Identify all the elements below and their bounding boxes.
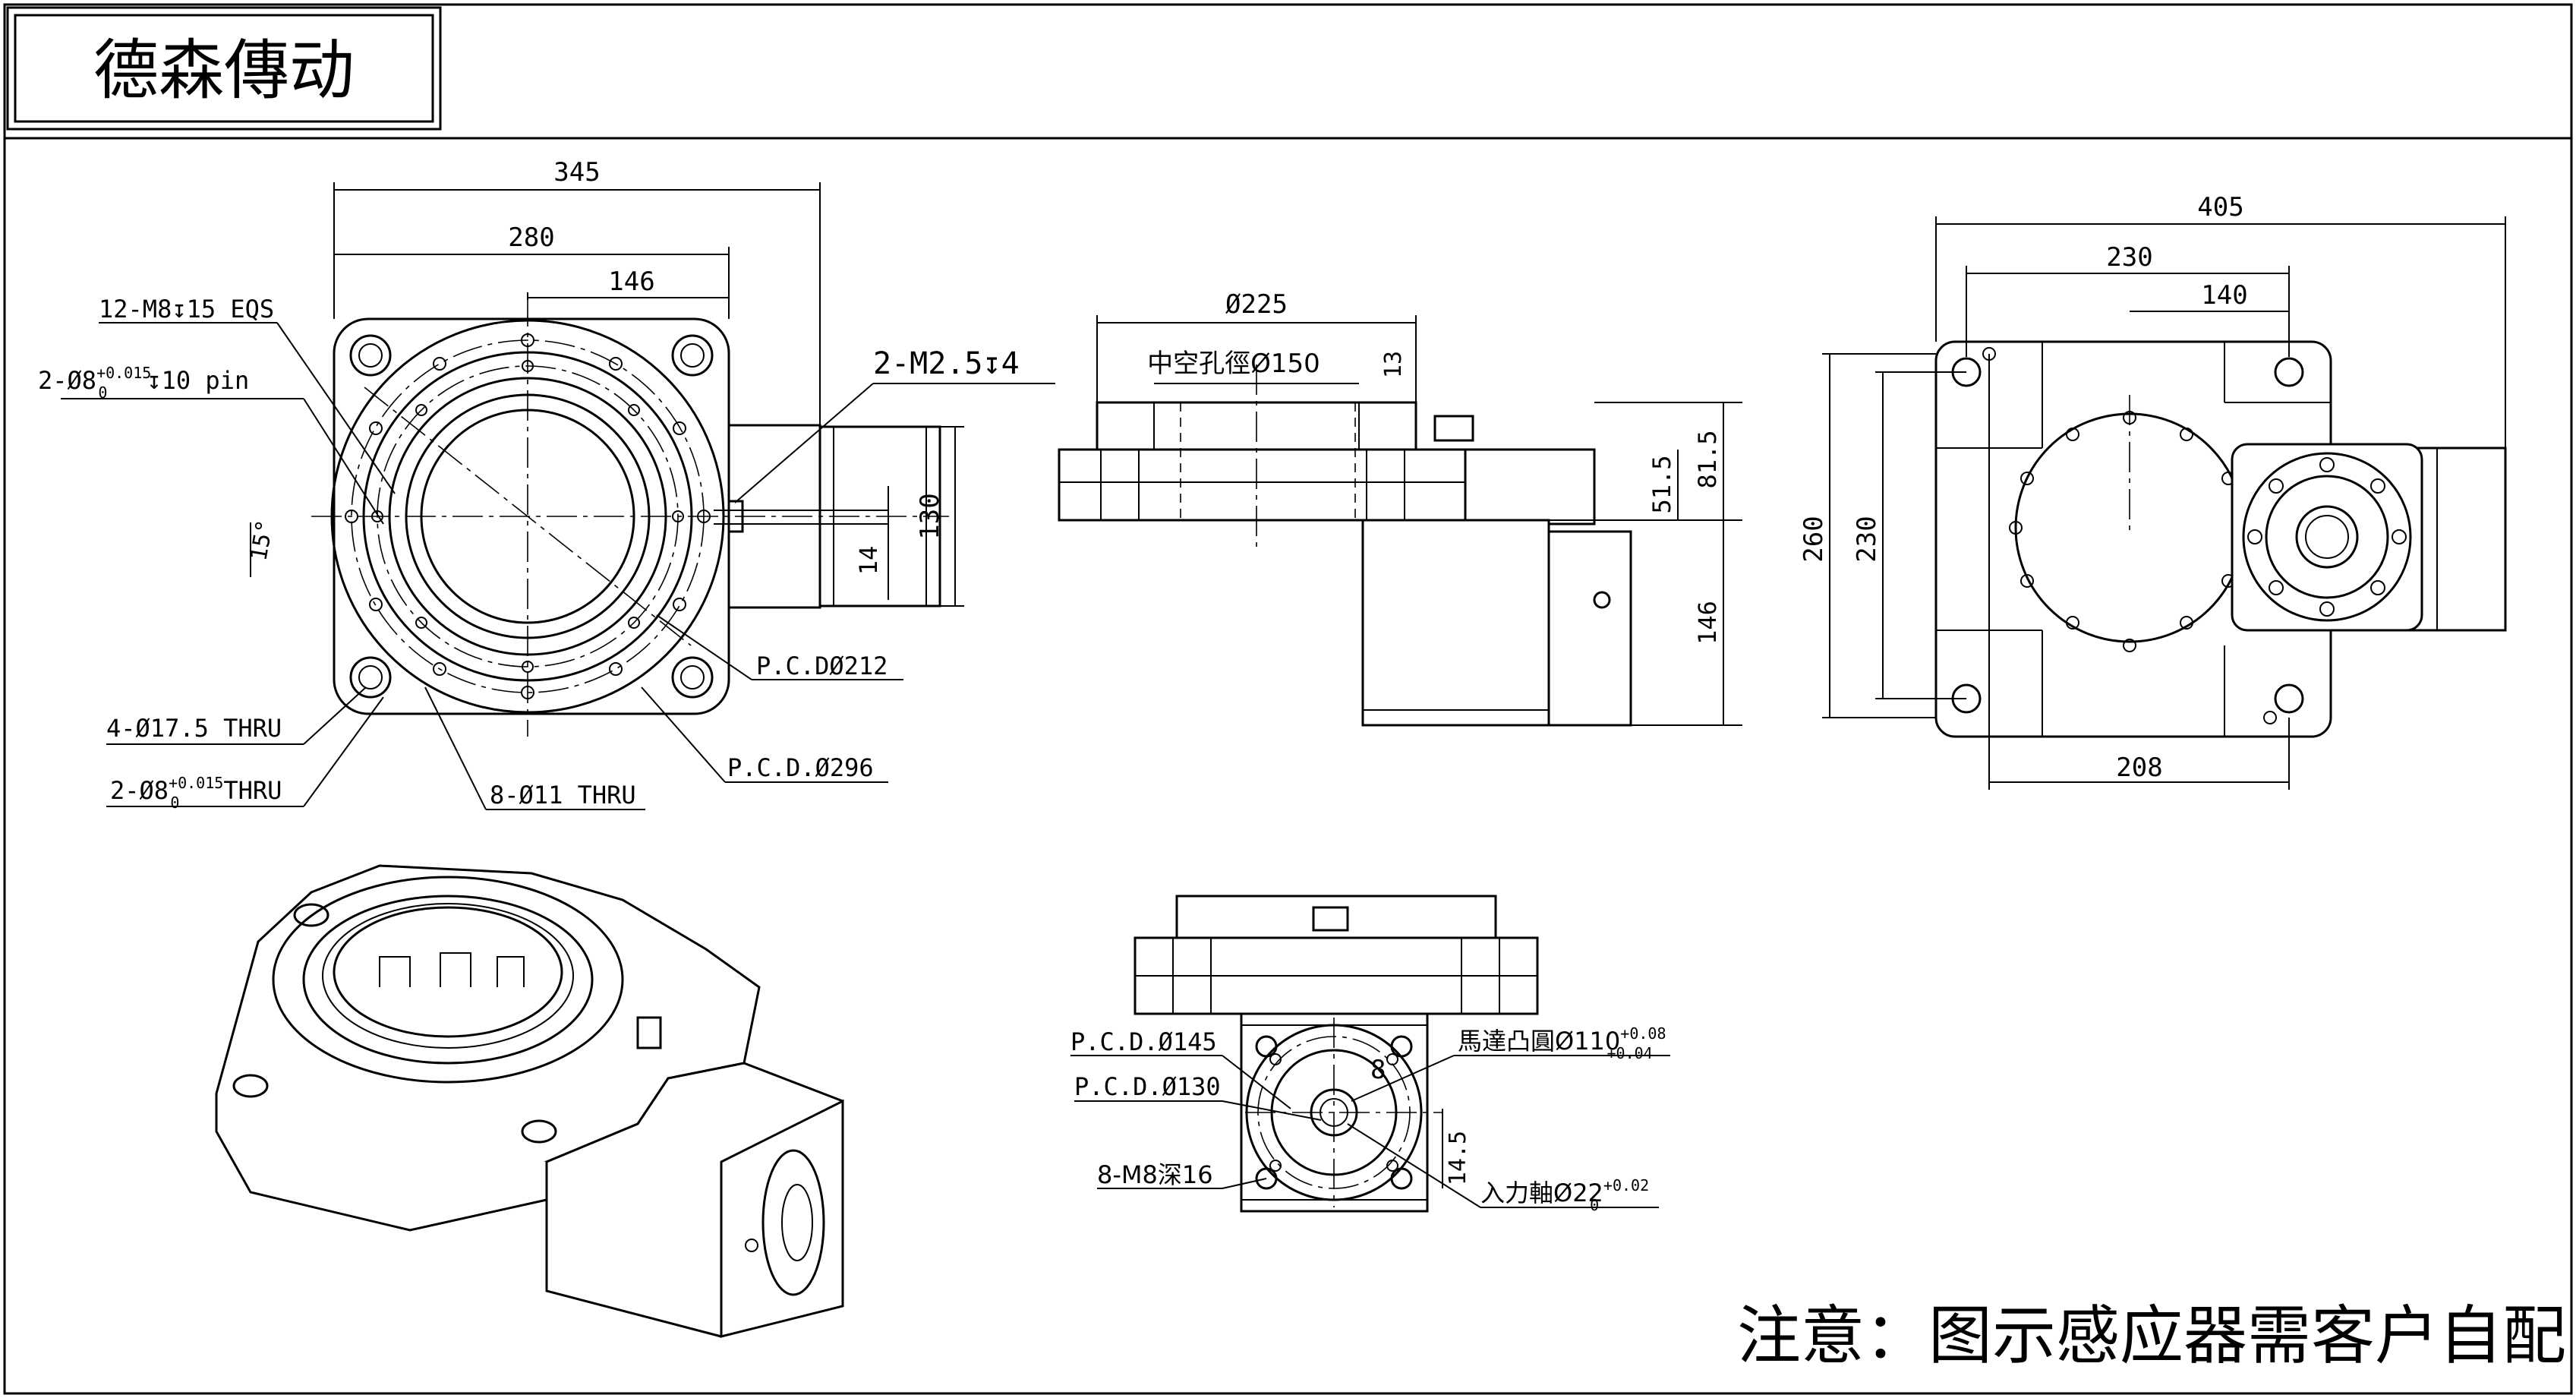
iso-sensor: [636, 1016, 662, 1049]
thru-8-tol-upper: +0.015: [169, 774, 223, 792]
front-view: P.C.D.Ø145 P.C.D.Ø130 8-M8深16 8 14.5 馬達凸…: [1070, 895, 1670, 1214]
callout-tapped-holes: 12-M8↧15 EQS: [99, 295, 274, 323]
dim-230-left: 230: [1852, 516, 1882, 562]
motor-boss-main: 馬達凸圓Ø110: [1458, 1027, 1620, 1056]
side-view: Ø225 中空孔徑Ø150 13 51.5 81.5 146: [1058, 289, 1742, 727]
input-shaft-tol-upper: +0.02: [1603, 1176, 1649, 1194]
dim-140: 140: [2201, 280, 2247, 311]
dim-14-5: 14.5: [1445, 1131, 1471, 1185]
bottom-view: 405 230 140 260 230 208: [1799, 192, 2507, 790]
motor-boss-tol-lower: +0.04: [1607, 1044, 1653, 1062]
callout-thru-11: 8-Ø11 THRU: [490, 781, 636, 809]
dim-345: 345: [553, 157, 600, 188]
callout-pcd-130: P.C.D.Ø130: [1074, 1072, 1221, 1101]
callout-tapped-8: 8-M8深16: [1097, 1160, 1213, 1189]
dim-208: 208: [2116, 753, 2162, 783]
dim-8-front: 8: [1370, 1055, 1386, 1085]
callout-pcd-212: P.C.DØ212: [756, 652, 888, 680]
pin-holes-tol-lower: 0: [98, 383, 107, 402]
thru-8-suffix: THRU: [223, 776, 282, 805]
front-sensor: [1312, 906, 1349, 932]
dim-225: Ø225: [1225, 289, 1288, 320]
hollow-bore-label: 中空孔徑Ø150: [1147, 349, 1320, 379]
callout-sensor-thread: 2-M2.5↧4: [873, 346, 1020, 381]
dim-81-5: 81.5: [1693, 430, 1722, 488]
callout-pcd-296: P.C.D.Ø296: [727, 753, 874, 782]
dim-230-top: 230: [2106, 242, 2152, 273]
dim-51-5: 51.5: [1647, 455, 1676, 513]
side-sensor: [1433, 415, 1474, 442]
pin-holes-tol-upper: +0.015: [96, 364, 151, 382]
pin-holes-main: 2-Ø8: [38, 366, 96, 395]
motor-boss-tol-upper: +0.08: [1620, 1024, 1666, 1043]
dim-130: 130: [915, 493, 945, 539]
dim-260: 260: [1799, 516, 1829, 562]
callout-pcd-145: P.C.D.Ø145: [1070, 1027, 1217, 1056]
isometric-view: [215, 864, 844, 1338]
brand-title: 德森傳动: [93, 33, 355, 109]
dim-14: 14: [854, 546, 883, 576]
dim-146-side: 146: [1693, 601, 1722, 645]
sensor-note: 注意：图示感应器需客户自配: [1737, 1299, 2566, 1373]
dim-146: 146: [608, 267, 654, 297]
callout-thru-8: 2-Ø8+0.015 0 THRU: [110, 774, 282, 812]
top-view: 345 280 146 130 14 15° 12-M8↧15 EQS 2-Ø8…: [38, 157, 1055, 812]
callout-motor-boss: 馬達凸圓Ø110+0.08+0.04: [1458, 1024, 1666, 1062]
input-shaft-tol-lower: 0: [1590, 1196, 1599, 1214]
thru-8-main: 2-Ø8: [110, 776, 169, 805]
pin-holes-depth: ↧10 pin: [147, 366, 249, 395]
dim-280: 280: [508, 222, 554, 253]
dim-13: 13: [1380, 351, 1407, 378]
dim-405: 405: [2197, 192, 2243, 222]
input-shaft-main: 入力軸Ø22: [1480, 1179, 1603, 1207]
callout-thru-17-5: 4-Ø17.5 THRU: [106, 714, 282, 743]
title-block: 德森傳动: [6, 6, 442, 131]
sheet-border: [3, 3, 2573, 1395]
thru-8-tol-lower: 0: [170, 794, 179, 812]
